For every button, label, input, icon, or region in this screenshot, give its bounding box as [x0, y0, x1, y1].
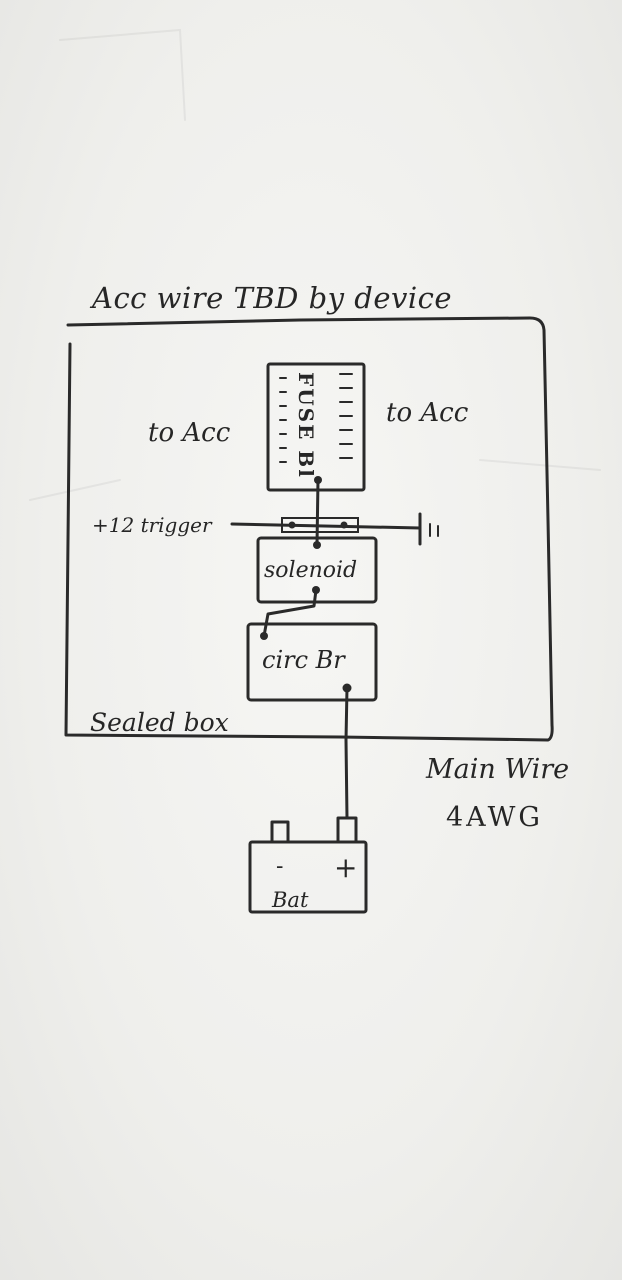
battery-negative-label: -	[276, 854, 284, 879]
sealed-box-outline	[64, 316, 554, 742]
fuse-slots-left	[279, 377, 287, 463]
solenoid-label: solenoid	[264, 558, 358, 583]
to-acc-left-label: to Acc	[148, 418, 231, 448]
fuse-block	[266, 362, 366, 492]
battery-negative-terminal	[270, 820, 290, 844]
trigger-wire	[230, 522, 422, 530]
main-wire-gauge-label: 4AWG	[446, 802, 543, 833]
fuse-block-label: FUSE Bl	[294, 372, 318, 479]
fuse-to-solenoid-wire	[315, 478, 320, 547]
main-wire	[344, 686, 349, 820]
solenoid-terminal-block	[281, 517, 359, 533]
solenoid-to-breaker-wire	[262, 588, 318, 638]
diagram-title: Acc wire TBD by device	[92, 281, 453, 315]
fuse-slots-right	[339, 373, 353, 459]
trigger-label: +12 trigger	[92, 513, 212, 537]
to-acc-right-label: to Acc	[386, 398, 469, 428]
circuit-breaker-box	[246, 622, 378, 702]
battery-label: Bat	[272, 888, 309, 912]
battery-box	[248, 840, 368, 914]
battery-positive-label: +	[334, 851, 358, 884]
solenoid-box	[256, 536, 378, 604]
circuit-breaker-label: circ Br	[262, 646, 345, 674]
main-wire-label: Main Wire	[426, 754, 570, 785]
sealed-box-label: Sealed box	[90, 708, 229, 737]
battery-positive-terminal	[336, 816, 358, 844]
